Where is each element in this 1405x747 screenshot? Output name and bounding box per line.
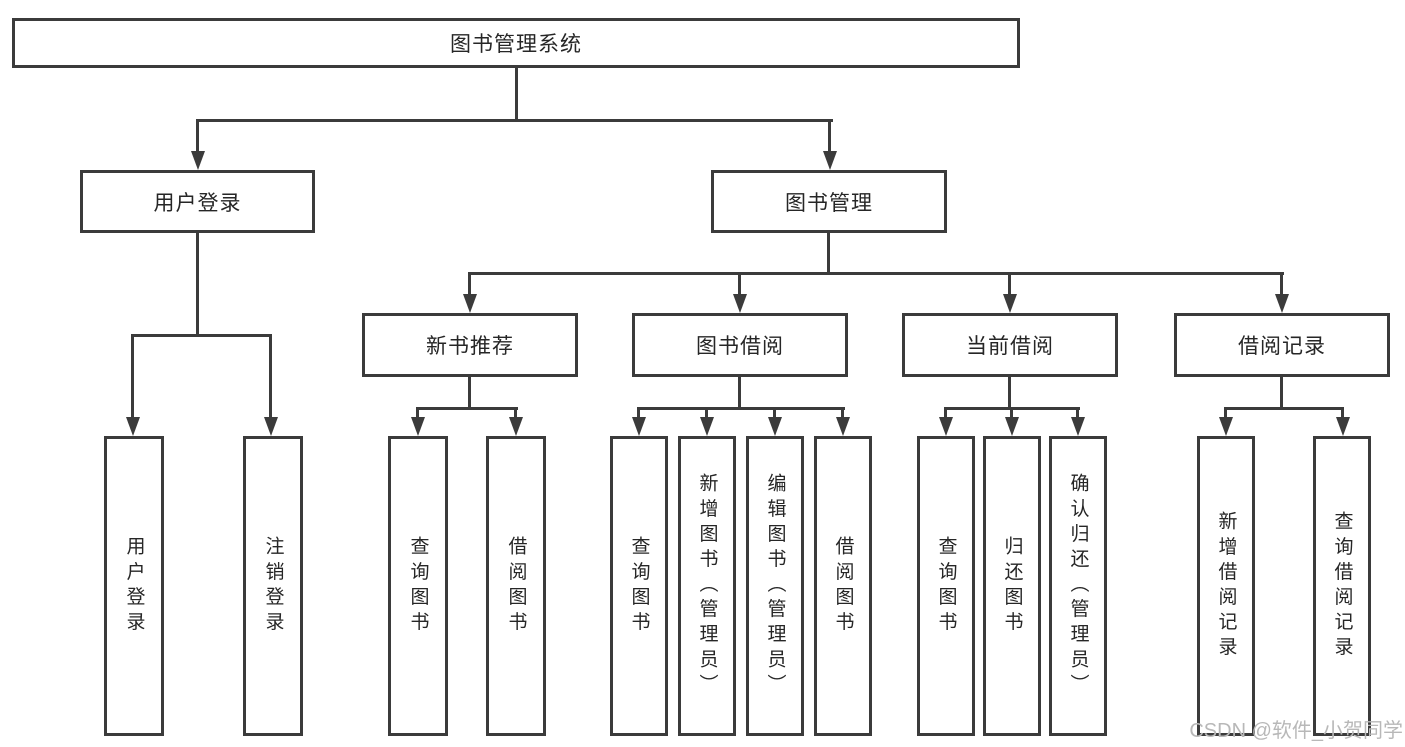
node-s3-return-books-label: 归还图书 [1001, 535, 1023, 637]
connector-section1-stem [468, 272, 471, 296]
arrowhead-s3c1 [939, 417, 953, 436]
node-s4-query-borrow-record-label: 查询借阅记录 [1331, 510, 1353, 662]
connector-s3-trunk [1008, 377, 1011, 410]
arrowhead-s2c2 [700, 417, 714, 436]
connector-mgmt-stem [828, 119, 831, 153]
node-s3-return-books: 归还图书 [983, 436, 1041, 736]
connector-user-trunk [196, 233, 199, 337]
node-login-label: 用户登录 [123, 535, 145, 637]
arrowhead-mgmt [823, 151, 837, 170]
connector-s2-hline [637, 407, 845, 410]
section-book-borrow-label: 图书借阅 [696, 335, 784, 358]
node-s1-borrow-books: 借阅图书 [486, 436, 546, 736]
node-s2-add-books-admin: 新增图书（管理员） [678, 436, 736, 736]
connector-s4-hline [1224, 407, 1344, 410]
node-s3-confirm-return-admin-label: 确认归还（管理员） [1067, 473, 1089, 699]
arrowhead-s1c1 [411, 417, 425, 436]
arrowhead-s4c1 [1219, 417, 1233, 436]
connector-s1c1-stem [416, 407, 419, 420]
arrowhead-user [191, 151, 205, 170]
connector-s1c2-stem [514, 407, 517, 420]
section-borrow-records: 借阅记录 [1174, 313, 1390, 377]
node-s2-query-books: 查询图书 [610, 436, 668, 736]
arrowhead-login [126, 417, 140, 436]
arrowhead-section2 [733, 294, 747, 313]
node-s3-confirm-return-admin: 确认归还（管理员） [1049, 436, 1107, 736]
connector-s4c1-stem [1224, 407, 1227, 420]
arrowhead-section1 [463, 294, 477, 313]
node-s4-add-borrow-record-label: 新增借阅记录 [1215, 510, 1237, 662]
section-new-book-recommend-label: 新书推荐 [426, 335, 514, 358]
node-book-management: 图书管理 [711, 170, 947, 233]
node-s1-query-books-label: 查询图书 [407, 535, 429, 637]
connector-section4-stem [1280, 272, 1283, 296]
section-borrow-records-label: 借阅记录 [1238, 335, 1326, 358]
arrowhead-section4 [1275, 294, 1289, 313]
node-s3-query-books: 查询图书 [917, 436, 975, 736]
arrowhead-s2c4 [836, 417, 850, 436]
arrowhead-section3 [1003, 294, 1017, 313]
section-new-book-recommend: 新书推荐 [362, 313, 578, 377]
connector-level2-hline [196, 119, 833, 122]
section-current-borrow: 当前借阅 [902, 313, 1118, 377]
connector-sections-hline [468, 272, 1284, 275]
section-book-borrow: 图书借阅 [632, 313, 848, 377]
node-s2-add-books-admin-label: 新增图书（管理员） [696, 473, 718, 699]
node-logout: 注销登录 [243, 436, 303, 736]
connector-user-stem [196, 119, 199, 153]
node-s1-borrow-books-label: 借阅图书 [505, 535, 527, 637]
connector-section2-stem [738, 272, 741, 296]
node-user-login: 用户登录 [80, 170, 315, 233]
arrowhead-s2c3 [768, 417, 782, 436]
node-s2-edit-books-admin-label: 编辑图书（管理员） [764, 473, 786, 699]
connector-s2c4-stem [841, 407, 844, 420]
node-root: 图书管理系统 [12, 18, 1020, 68]
connector-s3c3-stem [1076, 407, 1079, 420]
connector-mgmt-trunk [827, 233, 830, 275]
arrowhead-s3c3 [1071, 417, 1085, 436]
node-book-management-label: 图书管理 [785, 191, 873, 215]
connector-user-hline [131, 334, 272, 337]
connector-s1-hline [416, 407, 518, 410]
arrowhead-s2c1 [632, 417, 646, 436]
node-s2-edit-books-admin: 编辑图书（管理员） [746, 436, 804, 736]
connector-s2c1-stem [637, 407, 640, 420]
arrowhead-s1c2 [509, 417, 523, 436]
arrowhead-logout [264, 417, 278, 436]
connector-section3-stem [1008, 272, 1011, 296]
csdn-watermark: CSDN @软件_小贺同学 [1189, 720, 1403, 742]
section-current-borrow-label: 当前借阅 [966, 335, 1054, 358]
node-s1-query-books: 查询图书 [388, 436, 448, 736]
connector-login-stem [131, 334, 134, 420]
connector-s4-trunk [1280, 377, 1283, 410]
node-s4-query-borrow-record: 查询借阅记录 [1313, 436, 1371, 736]
connector-s1-trunk [468, 377, 471, 410]
connector-s2-trunk [738, 377, 741, 410]
arrowhead-s4c2 [1336, 417, 1350, 436]
node-s4-add-borrow-record: 新增借阅记录 [1197, 436, 1255, 736]
connector-s3c2-stem [1010, 407, 1013, 420]
connector-s2c2-stem [705, 407, 708, 420]
arrowhead-s3c2 [1005, 417, 1019, 436]
node-s2-borrow-books: 借阅图书 [814, 436, 872, 736]
connector-root-trunk [515, 68, 518, 121]
connector-logout-stem [269, 334, 272, 420]
node-s2-borrow-books-label: 借阅图书 [832, 535, 854, 637]
connector-s4c2-stem [1341, 407, 1344, 420]
node-root-label: 图书管理系统 [450, 33, 582, 56]
connector-s2c3-stem [773, 407, 776, 420]
node-logout-label: 注销登录 [262, 535, 284, 637]
node-login: 用户登录 [104, 436, 164, 736]
node-s2-query-books-label: 查询图书 [628, 535, 650, 637]
node-user-login-label: 用户登录 [153, 191, 242, 215]
node-s3-query-books-label: 查询图书 [935, 535, 957, 637]
connector-s3c1-stem [944, 407, 947, 420]
